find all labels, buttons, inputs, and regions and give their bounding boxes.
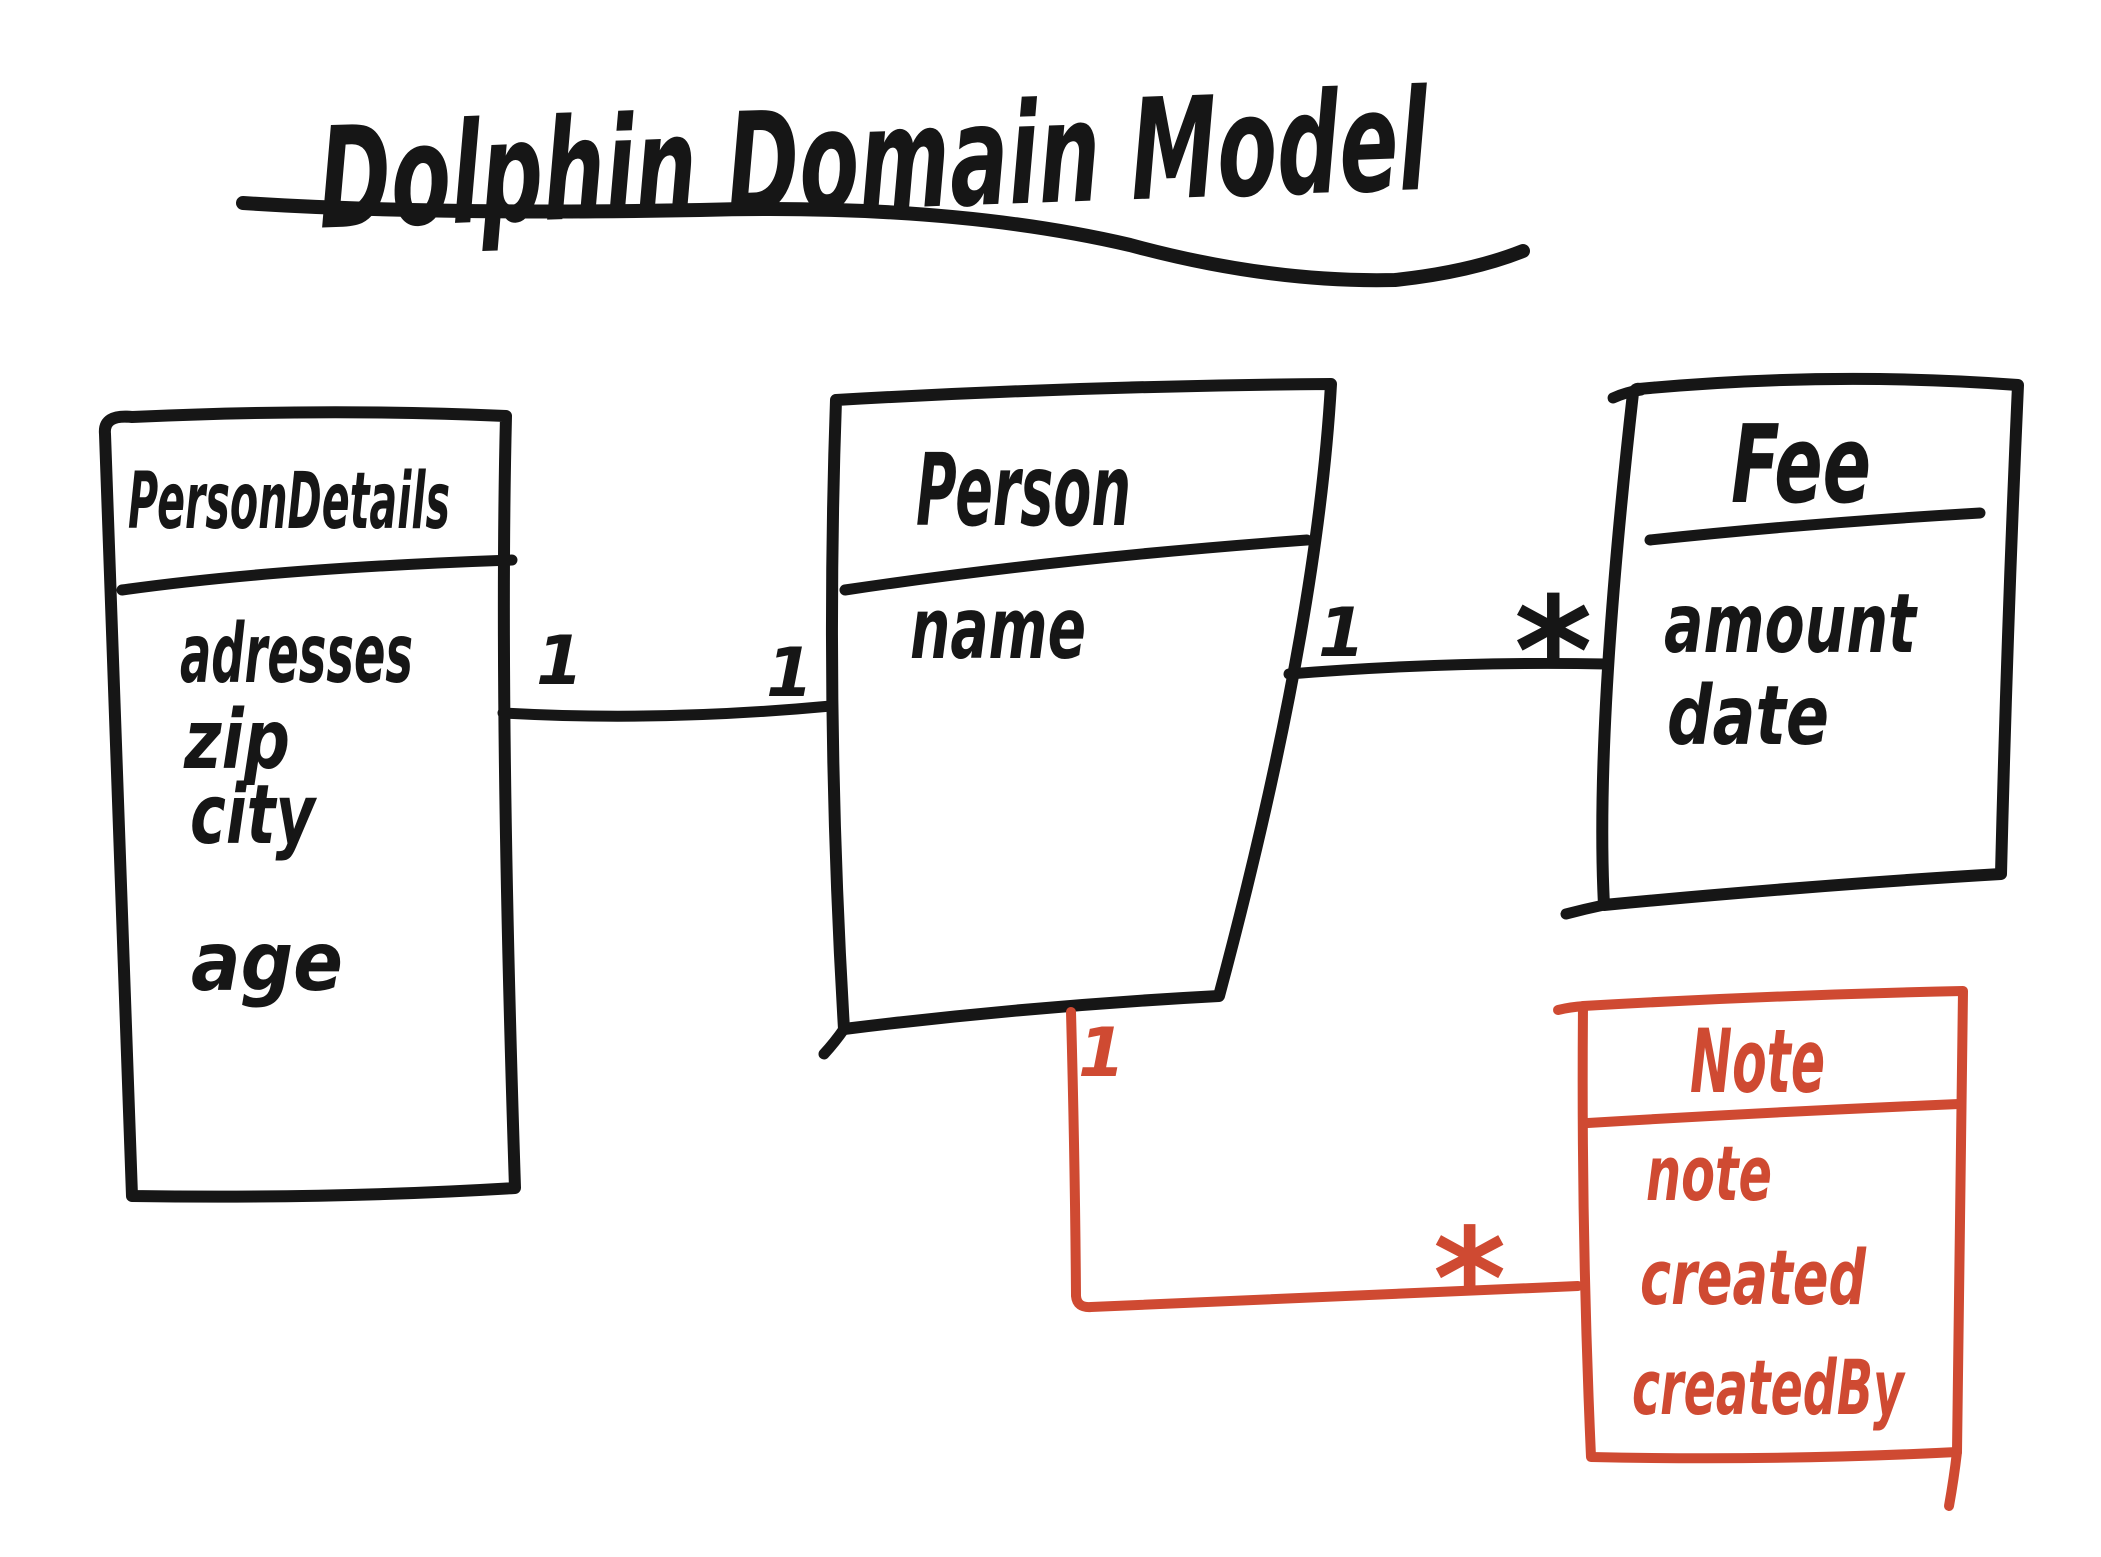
entity-person: Person name: [818, 378, 1337, 1060]
entity-persondetails-attribute: city: [190, 768, 318, 863]
entity-persondetails-box: [98, 406, 521, 1203]
entity-persondetails: PersonDetails adresses zip city age: [98, 406, 521, 1203]
entity-note-name: Note: [1690, 1010, 1825, 1113]
entity-fee: Fee amount date: [1560, 372, 2024, 920]
entity-fee-attribute: amount: [1664, 577, 1918, 672]
entity-persondetails-attribute: age: [191, 915, 343, 1010]
entity-person-box-overshoot: [818, 1023, 850, 1060]
relation-person-note-line: [1066, 1007, 1583, 1313]
relation-person-fee: 1 *: [1283, 566, 1612, 740]
multiplicity-person-side: 1: [766, 634, 813, 713]
entity-persondetails-name: PersonDetails: [128, 457, 450, 547]
multiplicity-fee-side-asterisk: *: [1514, 566, 1592, 740]
relation-persondetails-person: 1 1: [497, 622, 837, 722]
multiplicity-person-side: 1: [1318, 594, 1365, 673]
entity-persondetails-separator: [116, 554, 518, 596]
entity-fee-box-overshoot-bottom: [1560, 899, 1610, 920]
entity-person-name: Person: [916, 432, 1131, 549]
multiplicity-note-side-asterisk: *: [1433, 1199, 1506, 1362]
entity-fee-separator: [1644, 507, 1986, 546]
entity-persondetails-attribute: zip: [183, 693, 290, 788]
entity-persondetails-attribute: adresses: [180, 607, 413, 702]
entity-note-box-overshoot-top: [1553, 1001, 1590, 1015]
title-underline: [236, 196, 1530, 288]
entity-note: Note note created createdBy: [1553, 986, 1968, 1511]
relation-person-fee-line: [1283, 657, 1612, 680]
relation-person-note: 1 *: [1066, 1007, 1583, 1362]
entity-note-attribute: createdBy: [1632, 1343, 1906, 1432]
entity-fee-name: Fee: [1731, 403, 1871, 528]
diagram-title-group: Dolphin Domain Model: [236, 60, 1530, 288]
entity-note-separator: [1583, 1099, 1964, 1128]
multiplicity-person-side: 1: [1078, 1014, 1125, 1093]
entity-person-separator: [839, 534, 1313, 596]
entity-note-attribute: created: [1640, 1233, 1867, 1322]
diagram-title: Dolphin Domain Model: [316, 60, 1432, 262]
entity-person-attribute: name: [910, 580, 1086, 679]
entity-fee-box-overshoot-top: [1607, 384, 1647, 404]
entity-person-box: [825, 378, 1337, 1035]
entity-fee-attribute: date: [1667, 669, 1829, 764]
entity-note-attribute: note: [1646, 1129, 1772, 1218]
relation-persondetails-person-line: [497, 700, 837, 722]
entity-fee-box: [1596, 372, 2024, 911]
entity-note-box-overshoot-bottom: [1944, 1447, 1962, 1511]
multiplicity-persondetails-side: 1: [536, 622, 583, 701]
